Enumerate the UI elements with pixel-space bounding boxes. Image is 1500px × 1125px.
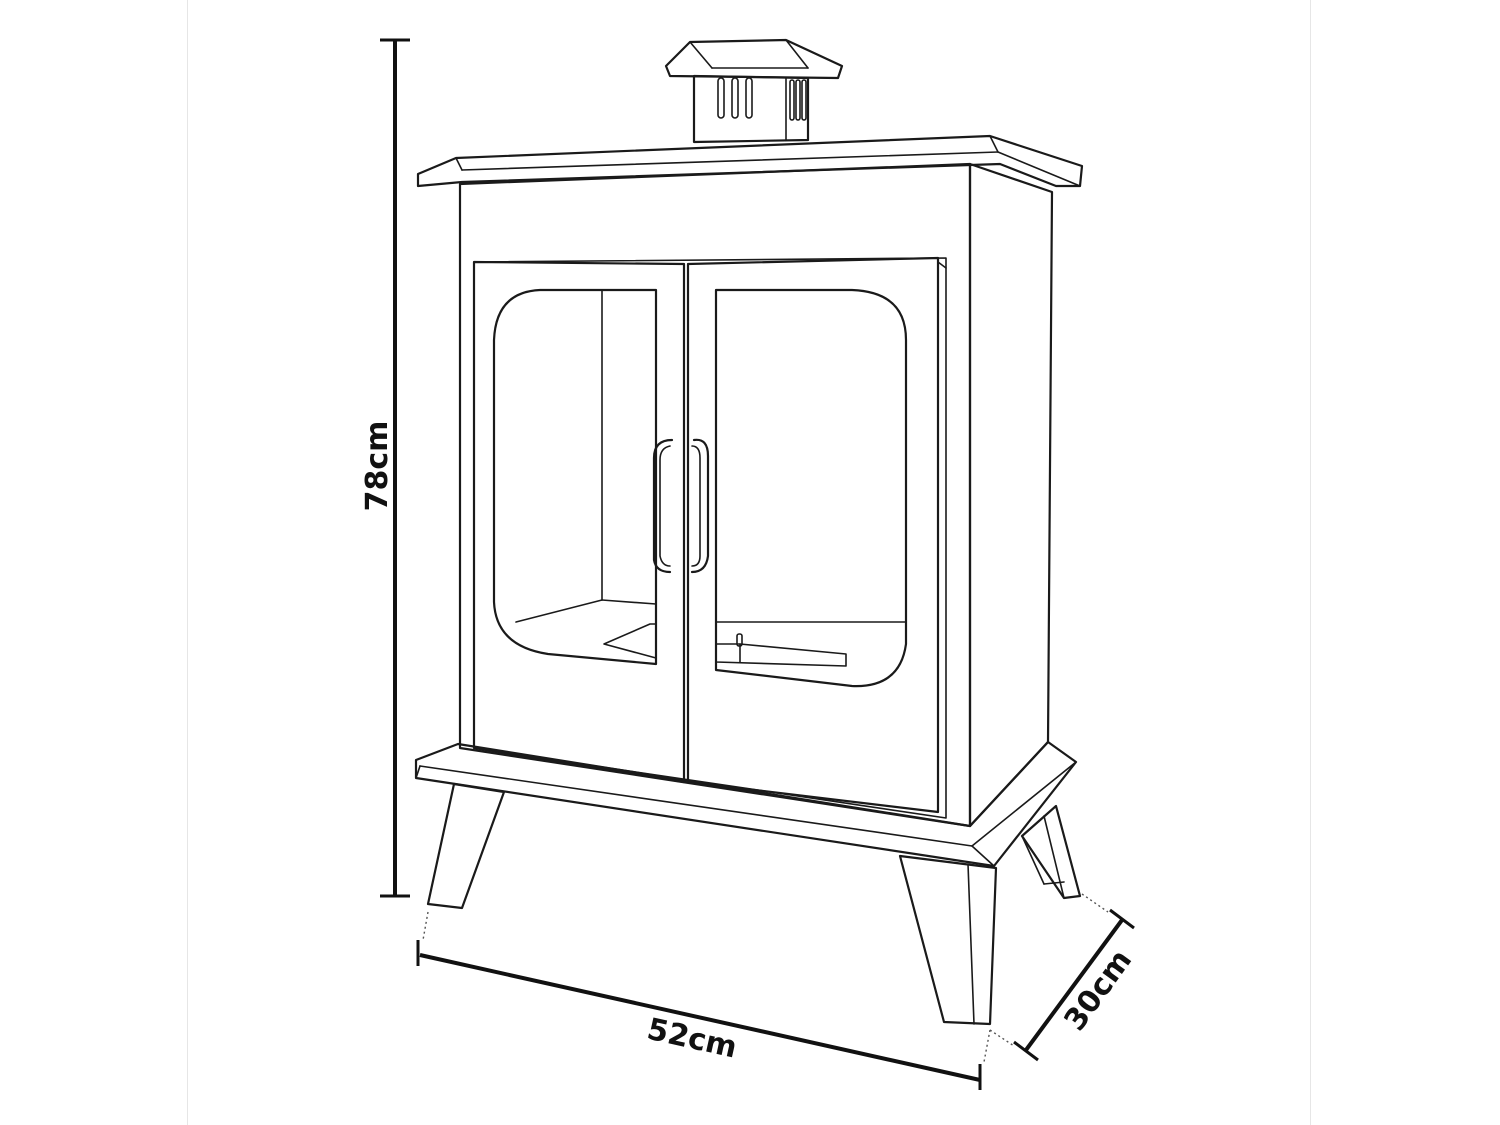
height-label: 78cm — [360, 421, 395, 512]
chimney — [664, 38, 844, 144]
base-plinth — [414, 740, 1078, 868]
legs — [426, 782, 1082, 1026]
image-panel — [188, 0, 1310, 1125]
height-dimension: 78cm — [360, 38, 410, 898]
width-label: 52cm — [644, 1012, 740, 1066]
left-door — [472, 260, 686, 784]
depth-dimension: 30cm — [989, 893, 1139, 1062]
right-door — [686, 256, 947, 814]
top-plate — [416, 134, 1084, 188]
width-dimension: 52cm — [416, 911, 991, 1090]
